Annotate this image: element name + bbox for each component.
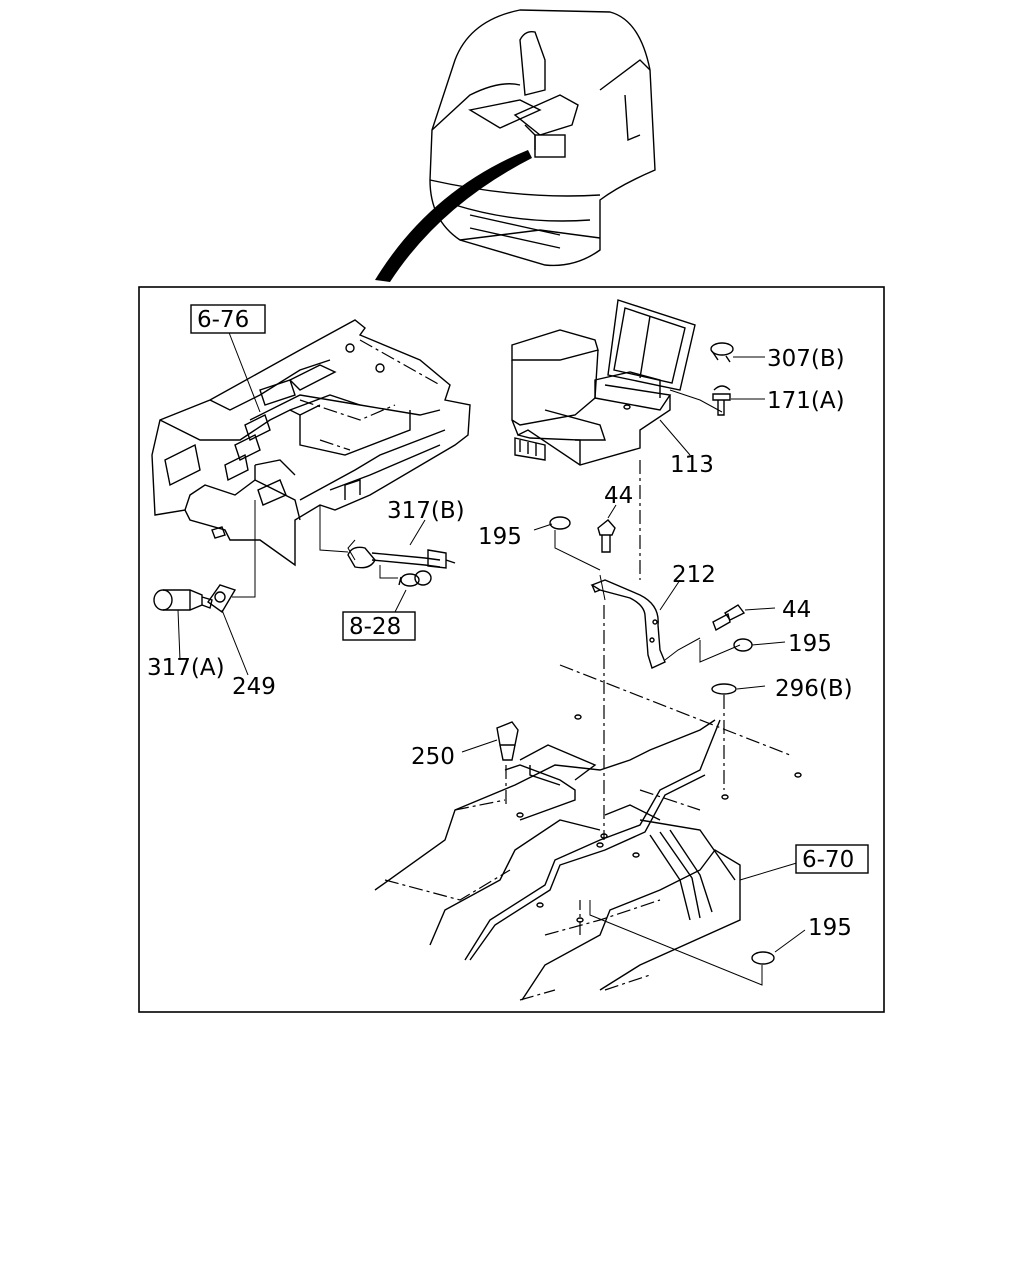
callout-113[interactable]: 113: [670, 452, 714, 478]
screw-171a: [712, 385, 731, 416]
callout-6-70[interactable]: 6-70: [802, 847, 854, 873]
cap-307b: [710, 342, 734, 363]
washer-195-bottom: [751, 951, 775, 965]
callout-195-left[interactable]: 195: [478, 524, 522, 550]
callout-8-28[interactable]: 8-28: [349, 614, 401, 640]
callout-44-right[interactable]: 44: [782, 597, 811, 623]
leader-lines: [177, 329, 806, 953]
callout-212[interactable]: 212: [672, 562, 716, 588]
floor-panel: [374, 714, 802, 1001]
callout-250[interactable]: 250: [411, 744, 455, 770]
callout-6-76[interactable]: 6-76: [197, 307, 249, 333]
ref-box-8-28: [342, 611, 416, 641]
console-body: [151, 319, 471, 567]
harness-317b: [347, 539, 456, 569]
washer-195-right: [733, 638, 753, 652]
callout-171a[interactable]: 171(A): [767, 388, 845, 414]
callout-307b[interactable]: 307(B): [767, 346, 845, 372]
washer-195-left: [549, 516, 571, 530]
ref-box-6-76: [190, 304, 266, 334]
bracket-212: [590, 579, 666, 669]
clip-250: [496, 721, 519, 761]
callout-296b[interactable]: 296(B): [775, 676, 853, 702]
callout-317b[interactable]: 317(B): [387, 498, 465, 524]
connector-8-28: [398, 570, 432, 587]
washer-296b: [711, 683, 737, 695]
bolt-44-right: [712, 604, 746, 632]
clip-249: [207, 584, 237, 614]
switch-317a: [153, 589, 213, 611]
ref-box-6-70: [795, 844, 869, 874]
callout-317a[interactable]: 317(A): [147, 655, 225, 681]
callout-195-right[interactable]: 195: [788, 631, 832, 657]
bolt-44-top: [597, 519, 616, 553]
storage-box-113: [511, 299, 696, 466]
detail-frame: [138, 286, 885, 1013]
callout-249[interactable]: 249: [232, 674, 276, 700]
callout-44-top[interactable]: 44: [604, 483, 633, 509]
vehicle-overview: [375, 9, 656, 282]
callout-195-bottom[interactable]: 195: [808, 915, 852, 941]
